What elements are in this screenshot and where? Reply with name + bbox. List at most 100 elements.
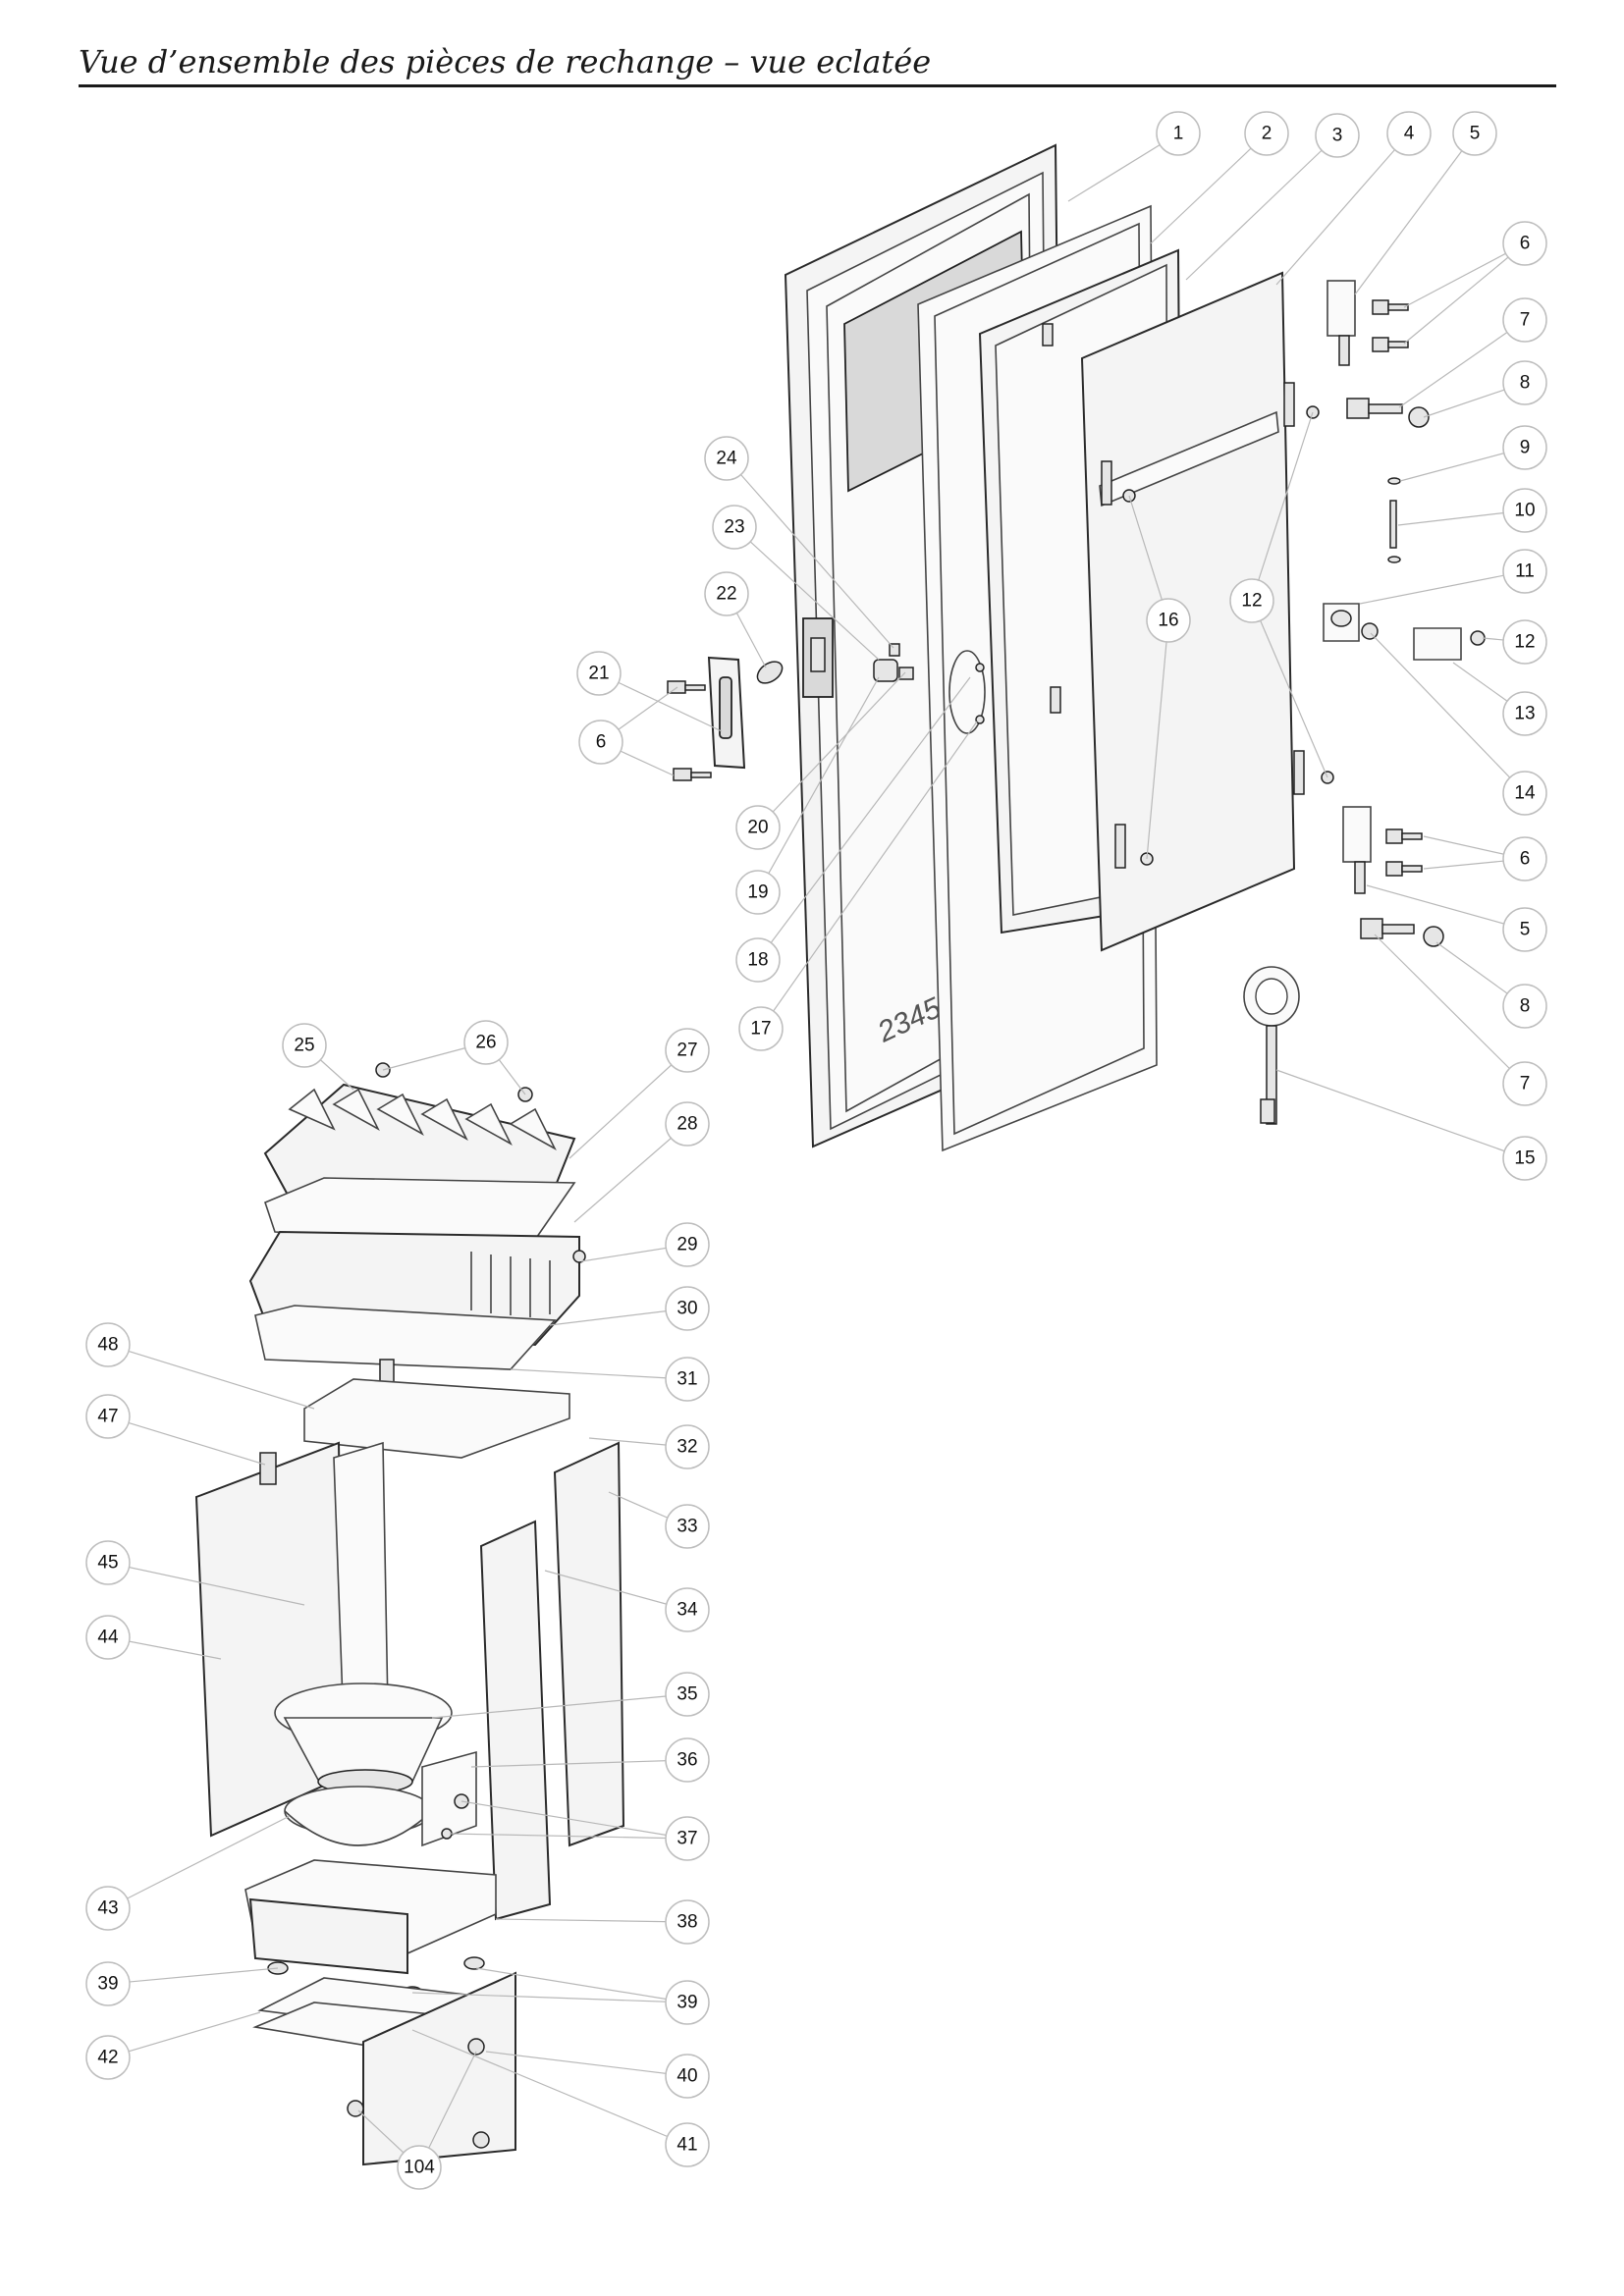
callout-number: 24 bbox=[716, 449, 737, 469]
leader-line bbox=[1354, 133, 1476, 295]
cabinet-callout-48: 48 bbox=[85, 1322, 131, 1367]
cabinet-callout-36: 36 bbox=[665, 1737, 710, 1783]
callout-circle bbox=[1502, 907, 1547, 952]
callout-circle bbox=[1502, 221, 1547, 266]
leader-line bbox=[510, 1368, 688, 1380]
door-callout-1: 1 bbox=[1156, 111, 1201, 156]
callout-circle bbox=[665, 1504, 710, 1549]
callout-number: 25 bbox=[294, 1036, 314, 1056]
leader-line bbox=[460, 1800, 688, 1840]
leader-line bbox=[107, 1344, 315, 1410]
callout-circle bbox=[665, 1980, 710, 2025]
callout-number: 2 bbox=[1262, 124, 1272, 144]
screw-right-c bbox=[1385, 828, 1423, 844]
callout-circle bbox=[665, 1222, 710, 1267]
callout-circle bbox=[578, 720, 623, 765]
callout-circle bbox=[1502, 619, 1547, 665]
callout-circle bbox=[735, 805, 781, 850]
callout-number: 6 bbox=[1520, 234, 1531, 254]
cabinet-callout-104: 104 bbox=[397, 2145, 442, 2190]
callout-number: 21 bbox=[588, 664, 609, 684]
hinge-plate bbox=[948, 650, 986, 734]
leader-line bbox=[544, 1570, 688, 1611]
callout-circle bbox=[1502, 297, 1547, 343]
foot-2 bbox=[463, 1956, 485, 1970]
latch-plate bbox=[707, 656, 746, 770]
callout-number: 11 bbox=[1515, 561, 1535, 582]
door-callout-6: 6 bbox=[1502, 836, 1547, 881]
callout-number: 4 bbox=[1404, 124, 1415, 144]
door-callout-4: 4 bbox=[1386, 111, 1432, 156]
callout-number: 1 bbox=[1173, 124, 1184, 144]
panel-clip-1 bbox=[1101, 460, 1112, 506]
door-callout-7: 7 bbox=[1502, 1061, 1547, 1106]
callout-circle bbox=[738, 1006, 784, 1051]
cabinet-callout-32: 32 bbox=[665, 1424, 710, 1469]
door-callout-15: 15 bbox=[1502, 1136, 1547, 1181]
callout-number: 6 bbox=[596, 732, 607, 753]
pin-washer-top bbox=[1387, 477, 1401, 485]
leader-line bbox=[107, 1967, 279, 1985]
callout-number: 17 bbox=[750, 1019, 771, 1040]
leader-line bbox=[1398, 319, 1526, 408]
pin-washer-bottom bbox=[1387, 556, 1401, 563]
callout-circle bbox=[1502, 1061, 1547, 1106]
callout-circle bbox=[704, 436, 749, 481]
callout-number: 9 bbox=[1520, 438, 1531, 458]
callout-number: 18 bbox=[747, 950, 768, 971]
cam-part bbox=[756, 661, 784, 684]
page-heading: Vue d’ensemble des pièces de rechange – … bbox=[79, 39, 1556, 87]
callout-number: 10 bbox=[1514, 501, 1535, 521]
leader-line bbox=[449, 1833, 688, 1840]
cabinet-assembly bbox=[194, 1062, 625, 2166]
callout-circle bbox=[576, 651, 622, 696]
cabinet-callout-42: 42 bbox=[85, 2035, 131, 2080]
callout-number: 7 bbox=[1520, 310, 1531, 331]
callout-number: 33 bbox=[677, 1517, 697, 1537]
top-plate bbox=[303, 1378, 570, 1459]
callout-circle bbox=[665, 1672, 710, 1717]
callout-number: 26 bbox=[475, 1033, 496, 1053]
panel-clip-4 bbox=[1293, 750, 1305, 795]
leader-line bbox=[1374, 934, 1526, 1085]
callout-circle bbox=[1502, 425, 1547, 470]
callout-circle bbox=[1386, 111, 1432, 156]
cabinet-callout-34: 34 bbox=[665, 1587, 710, 1632]
callout-number: 38 bbox=[677, 1912, 697, 1933]
callout-number: 42 bbox=[97, 2048, 118, 2068]
leader-line bbox=[470, 1759, 688, 1768]
callout-circle bbox=[665, 1737, 710, 1783]
door-callout-7: 7 bbox=[1502, 297, 1547, 343]
panel-bracket bbox=[259, 1452, 277, 1485]
leader-line bbox=[573, 1123, 688, 1223]
callout-circle bbox=[1502, 1136, 1547, 1181]
leader-lines bbox=[107, 133, 1526, 2168]
door-callout-6: 6 bbox=[578, 720, 623, 765]
bracket-hole-1 bbox=[467, 2038, 485, 2056]
callout-circle bbox=[665, 2054, 710, 2099]
callout-circle bbox=[1502, 549, 1547, 594]
cabinet-callout-30: 30 bbox=[665, 1286, 710, 1331]
leader-line bbox=[598, 672, 723, 732]
callout-circle bbox=[463, 1020, 509, 1065]
callout-number: 37 bbox=[677, 1829, 697, 1849]
callout-circle bbox=[665, 1286, 710, 1331]
callout-number: 23 bbox=[724, 517, 744, 538]
callout-circle bbox=[85, 1322, 131, 1367]
screw-right-a bbox=[1372, 299, 1409, 315]
door-callout-14: 14 bbox=[1502, 771, 1547, 816]
leader-line bbox=[1366, 884, 1526, 931]
callout-circle bbox=[1502, 771, 1547, 816]
callout-number: 6 bbox=[1520, 849, 1531, 870]
callout-number: 104 bbox=[404, 2158, 435, 2178]
callout-circle bbox=[1502, 836, 1547, 881]
door-callout-11: 11 bbox=[1502, 549, 1547, 594]
callout-number: 7 bbox=[1520, 1074, 1531, 1095]
leader-line bbox=[1403, 242, 1526, 308]
page-title: Vue d’ensemble des pièces de rechange – … bbox=[79, 43, 932, 80]
callout-number: 29 bbox=[677, 1235, 697, 1255]
callout-number: 39 bbox=[97, 1974, 118, 1995]
cabinet-callout-39: 39 bbox=[665, 1980, 710, 2025]
leader-line bbox=[1251, 411, 1314, 602]
